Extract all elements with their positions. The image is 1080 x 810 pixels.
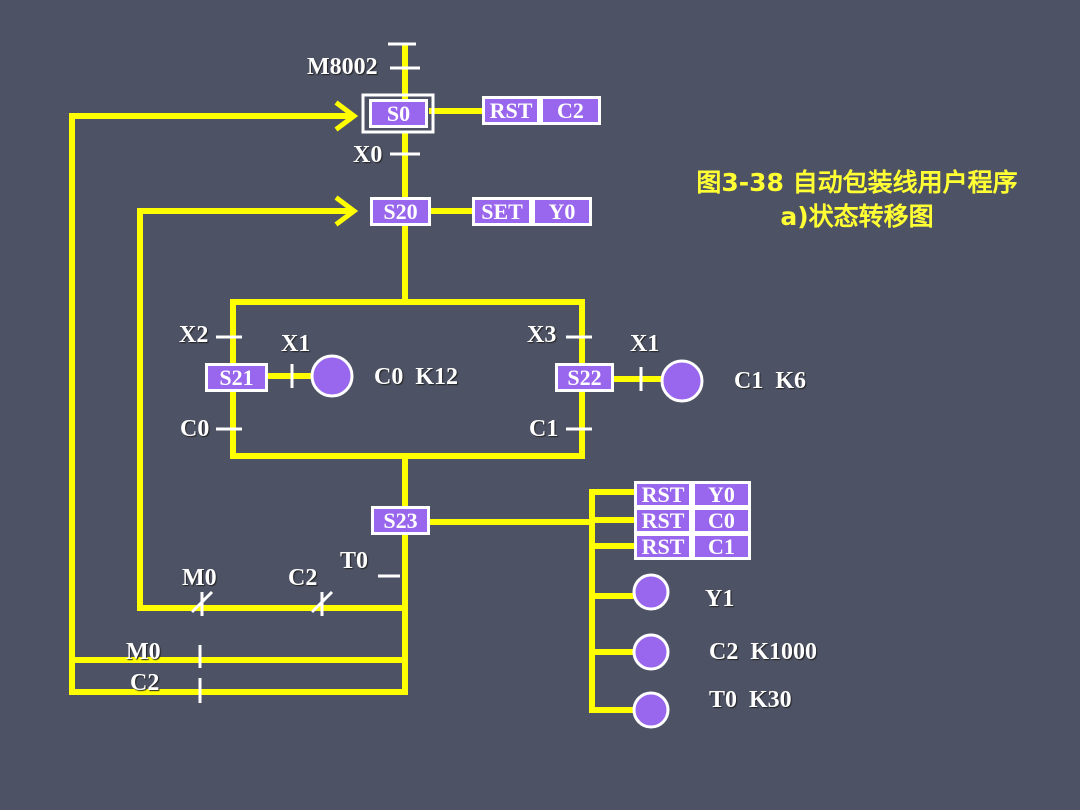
coils [310, 354, 704, 729]
coil-c0 [310, 354, 354, 398]
transition-x2: X2 [179, 322, 209, 348]
figure-title-line1: 图3-38 自动包装线用户程序 [696, 168, 1018, 197]
action-s0-rst: RST [482, 96, 540, 125]
arrow-s20 [334, 195, 359, 227]
contact-m0-nc-slash [190, 590, 214, 614]
transition-c0: C0 [180, 416, 210, 442]
transition-m0-nc: M0 [182, 565, 217, 591]
coil-y1 [632, 573, 670, 611]
loop-to-s0 [69, 113, 408, 695]
action-s23-c0: C0 [692, 507, 751, 534]
transition-x3: X3 [527, 322, 557, 348]
action-s0-c2: C2 [540, 96, 601, 125]
figure-title: 图3-38 自动包装线用户程序 a)状态转移图 [660, 166, 1054, 234]
action-s23-c1: C1 [692, 533, 751, 560]
coil-label-c2-k1000: C2 K1000 [709, 639, 817, 665]
s0-initial-frame [361, 93, 435, 134]
transition-m8002: M8002 [307, 54, 378, 80]
action-s23-rst-y0: RST [634, 481, 692, 508]
action-s23-rst-c1: RST [634, 533, 692, 560]
action-s20-set: SET [472, 197, 532, 226]
state-s23: S23 [371, 506, 430, 535]
state-s0: S0 [369, 99, 428, 128]
state-s21: S21 [205, 363, 268, 392]
coil-label-c1-k6: C1 K6 [734, 368, 806, 394]
transition-c1: C1 [529, 416, 559, 442]
transition-c2-nc: C2 [288, 565, 318, 591]
contact-c2-nc-slash [310, 590, 334, 614]
state-s22: S22 [555, 363, 614, 392]
coil-label-t0-k30: T0 K30 [709, 687, 792, 713]
coil-c1 [660, 359, 704, 403]
loop-to-s20 [137, 208, 408, 611]
arrow-s0 [334, 100, 359, 132]
transition-c2-no: C2 [130, 670, 160, 696]
figure-title-line2: a)状态转移图 [780, 202, 934, 231]
coil-c2 [632, 633, 670, 671]
coil-t0 [632, 691, 670, 729]
transition-t0: T0 [340, 548, 369, 574]
action-s23-y0: Y0 [692, 481, 751, 508]
action-s20-y0: Y0 [532, 197, 592, 226]
contact-label-x1-left: X1 [281, 331, 311, 357]
transition-x0: X0 [353, 142, 383, 168]
state-s20: S20 [370, 197, 431, 226]
coil-label-c0-k12: C0 K12 [374, 364, 458, 390]
contact-label-x1-right: X1 [630, 331, 660, 357]
transition-m0-no: M0 [126, 639, 161, 665]
coil-label-y1: Y1 [705, 586, 735, 612]
action-s23-rst-c0: RST [634, 507, 692, 534]
transition-marks [190, 42, 643, 703]
